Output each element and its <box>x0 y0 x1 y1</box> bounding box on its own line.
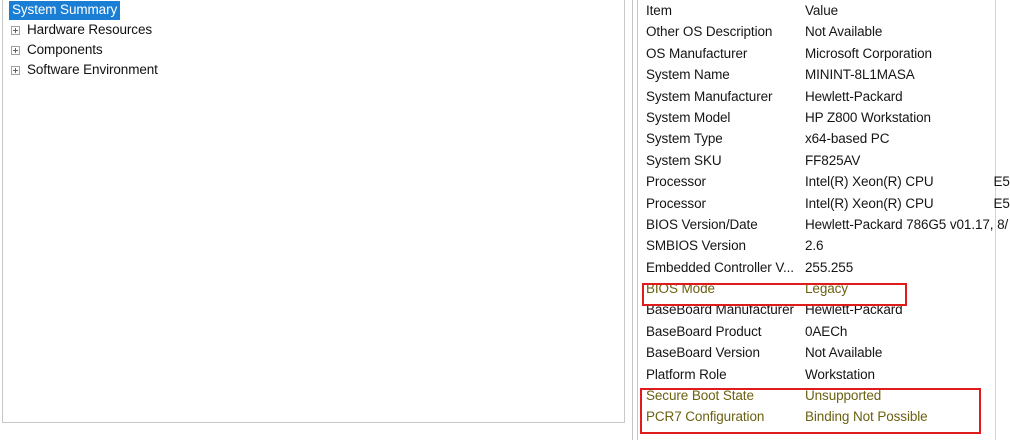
table-row[interactable]: BaseBoard Version Not Available <box>637 342 1010 363</box>
cell-item: BIOS Version/Date <box>646 216 758 232</box>
cell-item: Processor <box>646 174 706 190</box>
table-row[interactable]: System Name MININT-8L1MASA <box>637 64 1010 85</box>
cell-value: Hewlett-Packard <box>805 302 903 318</box>
cell-value: Unsupported <box>805 388 882 404</box>
cell-item: PCR7 Configuration <box>646 409 765 425</box>
cell-item: Other OS Description <box>646 24 773 40</box>
cell-value: x64-based PC <box>805 131 890 147</box>
cell-value-secondary: E5506 <box>993 195 1010 211</box>
table-row[interactable]: Other OS Description Not Available <box>637 21 1010 42</box>
cell-item: BaseBoard Product <box>646 323 762 339</box>
tree-node-hardware-resources[interactable]: Hardware Resources <box>3 20 624 40</box>
cell-item: System SKU <box>646 152 722 168</box>
cell-item: System Model <box>646 109 731 125</box>
cell-value: Hewlett-Packard 786G5 v01.17, 8/ <box>805 216 1009 232</box>
cell-item: System Name <box>646 67 730 83</box>
table-row[interactable]: Platform Role Workstation <box>637 364 1010 385</box>
tree-node-label: System Summary <box>9 0 121 20</box>
table-row[interactable]: System Manufacturer Hewlett-Packard <box>637 86 1010 107</box>
cell-item: Platform Role <box>646 366 727 382</box>
cell-value-primary: Intel(R) Xeon(R) CPU <box>805 174 934 190</box>
cell-value: 0AECh <box>805 323 848 339</box>
cell-item: BIOS Mode <box>646 281 715 297</box>
splitter-line <box>632 0 633 440</box>
cell-item: Processor <box>646 195 706 211</box>
cell-value: 2.6 <box>805 238 824 254</box>
cell-value: 255.255 <box>805 259 854 275</box>
table-row[interactable]: PCR7 Configuration Binding Not Possible <box>637 406 1010 427</box>
table-row[interactable]: BIOS Version/Date Hewlett-Packard 786G5 v… <box>637 214 1010 235</box>
tree-node-system-summary[interactable]: System Summary <box>3 0 624 20</box>
cell-item: System Manufacturer <box>646 88 773 104</box>
cell-value: Not Available <box>805 24 883 40</box>
cell-item: Secure Boot State <box>646 388 754 404</box>
cell-value: Not Available <box>805 345 883 361</box>
pane-splitter[interactable] <box>628 0 636 440</box>
cell-value: FF825AV <box>805 152 861 168</box>
table-row[interactable]: OS Manufacturer Microsoft Corporation <box>637 43 1010 64</box>
table-row[interactable]: Secure Boot State Unsupported <box>637 385 1010 406</box>
details-left-border <box>637 0 638 440</box>
expand-plus-icon[interactable] <box>11 25 20 35</box>
tree-node-software-environment[interactable]: Software Environment <box>3 60 624 80</box>
table-row[interactable]: BaseBoard Product 0AECh <box>637 321 1010 342</box>
cell-item: SMBIOS Version <box>646 238 746 254</box>
cell-value: HP Z800 Workstation <box>805 109 931 125</box>
table-row[interactable]: BIOS Mode Legacy <box>637 278 1010 299</box>
tree-node-label: Hardware Resources <box>27 22 152 37</box>
table-row[interactable]: Processor Intel(R) Xeon(R) CPU E5506 <box>637 193 1010 214</box>
cell-item: BaseBoard Manufacturer <box>646 302 794 318</box>
cell-value: Microsoft Corporation <box>805 45 932 61</box>
table-row[interactable]: Processor Intel(R) Xeon(R) CPU E5506 <box>637 171 1010 192</box>
details-right-border <box>995 0 996 440</box>
cell-value: Legacy <box>805 281 848 297</box>
column-header-item[interactable]: Item <box>646 3 672 18</box>
cell-value: Intel(R) Xeon(R) CPU E5506 <box>805 171 1010 192</box>
table-row[interactable]: SMBIOS Version 2.6 <box>637 235 1010 256</box>
expand-plus-icon[interactable] <box>11 45 20 55</box>
cell-item: Embedded Controller V... <box>646 259 794 275</box>
table-row[interactable]: BaseBoard Manufacturer Hewlett-Packard <box>637 299 1010 320</box>
cell-value: Workstation <box>805 366 875 382</box>
expand-plus-icon[interactable] <box>11 65 20 75</box>
details-header-row: Item Value <box>637 0 1010 21</box>
cell-value: Hewlett-Packard <box>805 88 903 104</box>
tree-node-label: Software Environment <box>27 62 158 77</box>
tree-node-components[interactable]: Components <box>3 40 624 60</box>
table-row[interactable]: Embedded Controller V... 255.255 <box>637 257 1010 278</box>
cell-item: BaseBoard Version <box>646 345 760 361</box>
table-row[interactable]: System Model HP Z800 Workstation <box>637 107 1010 128</box>
cell-item: OS Manufacturer <box>646 45 748 61</box>
tree-node-label: Components <box>27 42 103 57</box>
column-header-value[interactable]: Value <box>805 3 839 18</box>
cell-value: Intel(R) Xeon(R) CPU E5506 <box>805 193 1010 214</box>
cell-value: Binding Not Possible <box>805 409 928 425</box>
table-row[interactable]: System SKU FF825AV <box>637 150 1010 171</box>
table-row[interactable]: System Type x64-based PC <box>637 128 1010 149</box>
cell-value: MININT-8L1MASA <box>805 67 915 83</box>
cell-value-primary: Intel(R) Xeon(R) CPU <box>805 195 934 211</box>
cell-value-secondary: E5506 <box>993 174 1010 190</box>
cell-item: System Type <box>646 131 723 147</box>
